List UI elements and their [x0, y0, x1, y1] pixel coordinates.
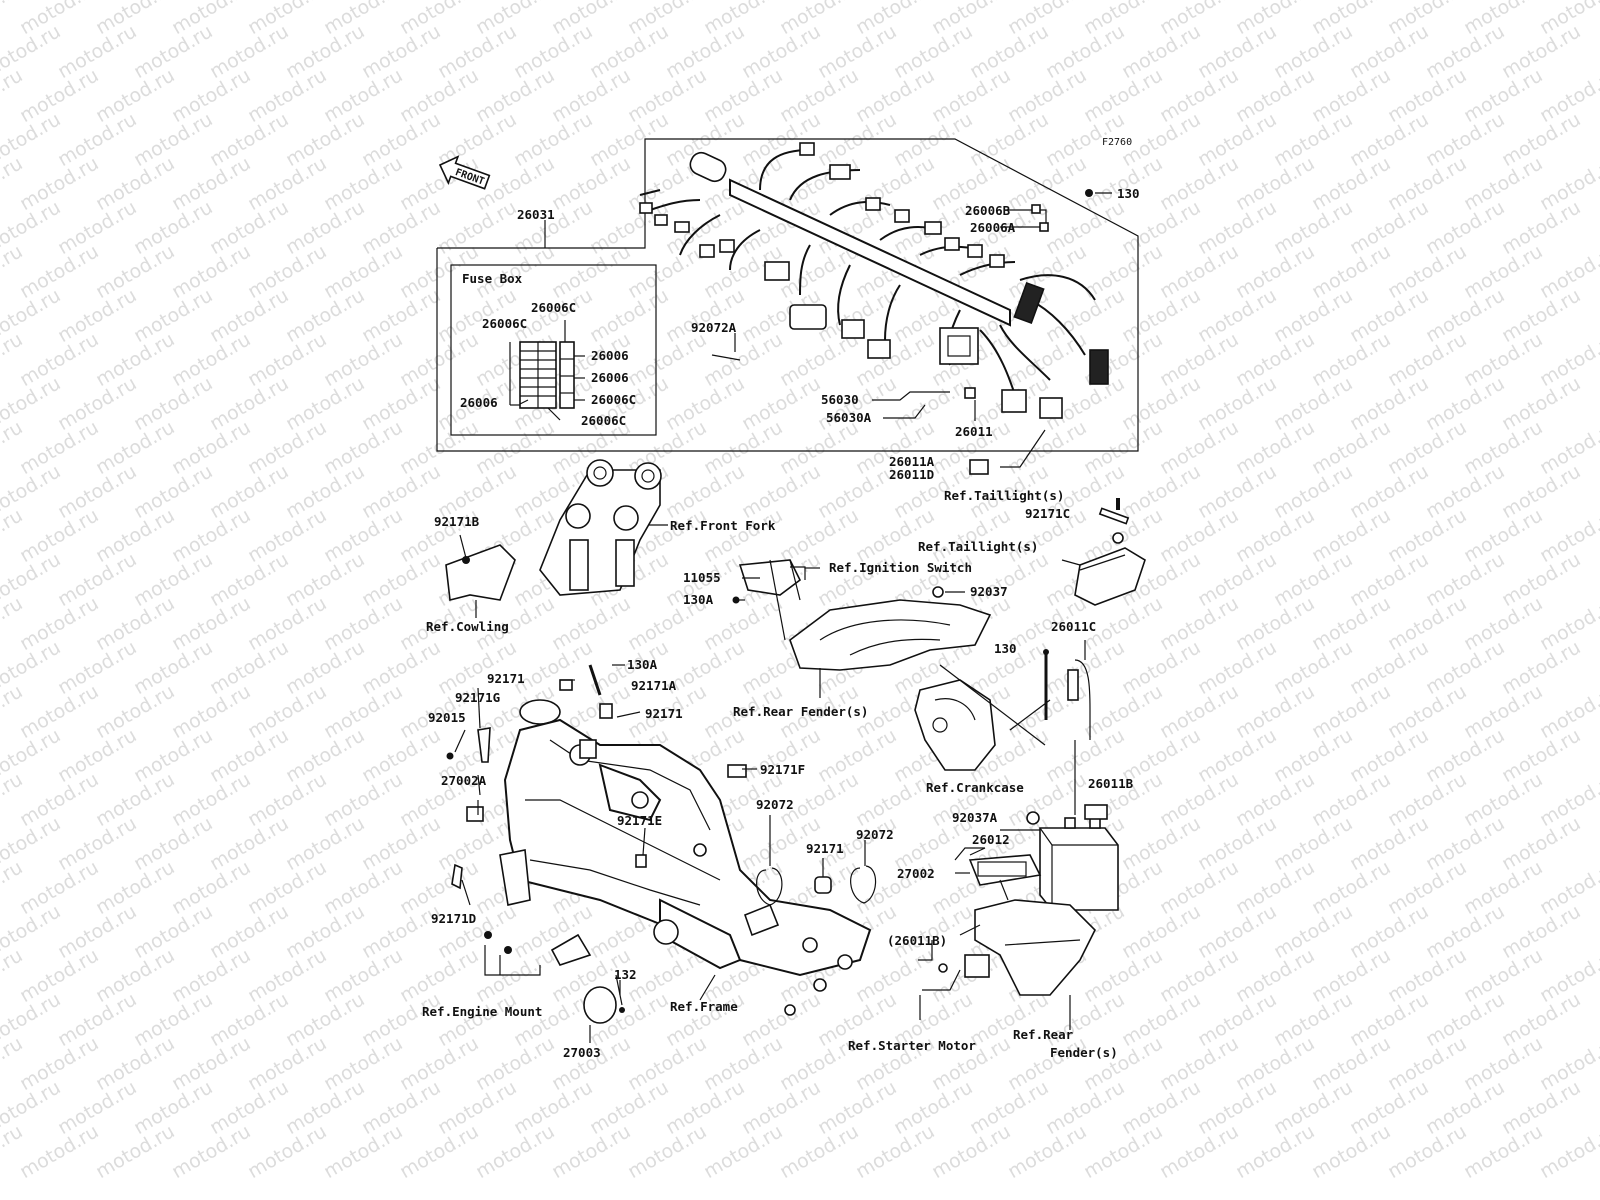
- front-arrow-icon: FRONT: [438, 155, 491, 190]
- label-56030: 56030: [821, 392, 859, 407]
- label-26011a: 26011A: [889, 454, 935, 469]
- label-ref-rear-2: Ref.Rear: [1013, 1027, 1074, 1042]
- label-92171-mid: 92171: [645, 706, 683, 721]
- fuse-label-26006c-d: 26006C: [581, 413, 627, 428]
- label-ref-crankcase: Ref.Crankcase: [926, 780, 1024, 795]
- front-fork-drawing: [539, 459, 668, 596]
- label-26031: 26031: [517, 207, 555, 222]
- label-fender-s: Fender(s): [1050, 1045, 1118, 1060]
- label-ref-taillight-a: Ref.Taillight(s): [944, 488, 1065, 503]
- label-92171a: 92171A: [631, 678, 677, 693]
- harness-leaders: [544, 189, 1112, 475]
- label-26011c: 26011C: [1051, 619, 1097, 634]
- label-11055: 11055: [683, 570, 721, 585]
- crankcase-drawing: [914, 640, 1091, 815]
- label-92171-top: 92171: [487, 671, 525, 686]
- label-92171g: 92171G: [455, 690, 501, 705]
- label-92072a: 92072A: [691, 320, 737, 335]
- fuse-label-26006c-a: 26006C: [531, 300, 577, 315]
- fuse-box-frame: [450, 264, 657, 436]
- label-ref-engine-mount: Ref.Engine Mount: [422, 1004, 543, 1019]
- label-27002: 27002: [897, 866, 935, 881]
- ignition-bracket-drawing: [732, 559, 820, 641]
- label-27002a: 27002A: [441, 773, 487, 788]
- label-ref-rear-fender: Ref.Rear Fender(s): [733, 704, 869, 719]
- figure-code: F2760: [1102, 137, 1133, 148]
- frame-drawing: [446, 664, 877, 1043]
- fuse-label-26006-c: 26006: [460, 395, 498, 410]
- label-92072-left: 92072: [756, 797, 794, 812]
- label-ref-frame: Ref.Frame: [670, 999, 738, 1014]
- harness-group-outline: [436, 138, 1139, 452]
- label-26006a: 26006A: [970, 220, 1016, 235]
- fuse-box-drawing: [509, 320, 585, 421]
- label-27003: 27003: [563, 1045, 601, 1060]
- label-92171e: 92171E: [617, 813, 663, 828]
- label-ref-front-fork: Ref.Front Fork: [670, 518, 776, 533]
- label-92015: 92015: [428, 710, 466, 725]
- fuse-box-title: Fuse Box: [462, 271, 523, 286]
- battery-ecu-drawing: [918, 804, 1119, 1030]
- label-92072-right: 92072: [856, 827, 894, 842]
- label-130-top: 130: [1117, 186, 1140, 201]
- label-130a-mid: 130A: [683, 592, 714, 607]
- label-92171c: 92171C: [1025, 506, 1071, 521]
- cowling-bracket-drawing: [445, 534, 516, 618]
- label-26011: 26011: [955, 424, 993, 439]
- label-ref-ignition-switch: Ref.Ignition Switch: [829, 560, 972, 575]
- label-26011b-paren: (26011B): [887, 933, 948, 948]
- label-92171b: 92171B: [434, 514, 480, 529]
- rear-fender-drawing: [789, 586, 992, 698]
- label-92171f: 92171F: [760, 762, 806, 777]
- label-26006b: 26006B: [965, 203, 1011, 218]
- label-26012: 26012: [972, 832, 1010, 847]
- label-26011b: 26011B: [1088, 776, 1134, 791]
- label-130a-frame: 130A: [627, 657, 658, 672]
- wiring-harness-drawing: [639, 142, 1109, 419]
- fuse-label-26006c-c: 26006C: [591, 392, 637, 407]
- taillight-drawing: [1061, 498, 1146, 606]
- fuse-label-26006-a: 26006: [591, 348, 629, 363]
- label-92171-low: 92171: [806, 841, 844, 856]
- label-26011d: 26011D: [889, 467, 935, 482]
- label-ref-taillight-b: Ref.Taillight(s): [918, 539, 1039, 554]
- label-92171d: 92171D: [431, 911, 477, 926]
- fuse-label-26006c-b: 26006C: [482, 316, 528, 331]
- label-56030a: 56030A: [826, 410, 872, 425]
- label-92037a: 92037A: [952, 810, 998, 825]
- label-92037: 92037: [970, 584, 1008, 599]
- label-ref-cowling: Ref.Cowling: [426, 619, 509, 634]
- label-130-right: 130: [994, 641, 1017, 656]
- label-ref-starter-motor: Ref.Starter Motor: [848, 1038, 976, 1053]
- fuse-label-26006-b: 26006: [591, 370, 629, 385]
- label-132: 132: [614, 967, 637, 982]
